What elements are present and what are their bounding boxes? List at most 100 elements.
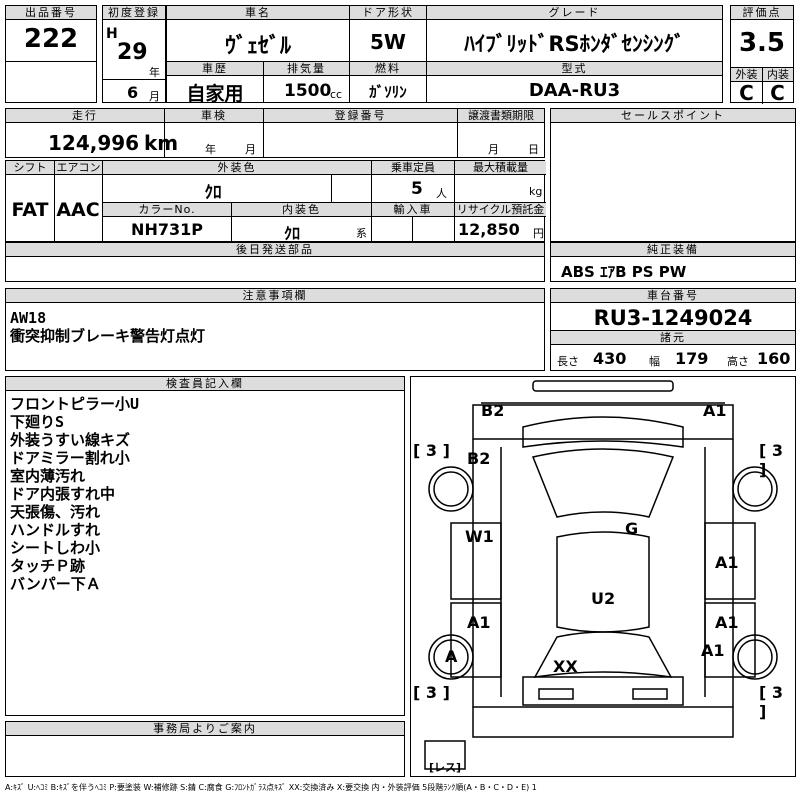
office-box: 事務局よりご案内 <box>5 721 405 777</box>
inspector-note: 天張傷、汚れ <box>10 503 101 521</box>
insp-year-unit: 年 <box>205 143 216 156</box>
model-code: DAA-RU3 <box>528 80 621 101</box>
capacity: 5 <box>411 179 423 199</box>
history-box: 車歴 自家用 <box>166 61 264 105</box>
car-outline <box>424 380 778 770</box>
equipment-box: 純正装備 ABS ｴｱB PS PW <box>550 242 796 282</box>
inspector-note: 外装うすい線キズ <box>10 431 131 449</box>
grade-label: グレード <box>427 6 722 20</box>
score-label: 評価点 <box>731 6 793 20</box>
import-label: 輸入車 <box>372 203 454 217</box>
model-code-label: 型式 <box>427 62 722 76</box>
damage-mark: A1 <box>703 401 727 420</box>
int-grade: C <box>770 81 785 105</box>
inspector-note: ドアミラー割れ小 <box>10 449 130 467</box>
tire-mark-front-left: [ 3 ] <box>413 441 450 460</box>
grade: ﾊｲﾌﾞﾘｯﾄﾞRSﾎﾝﾀﾞｾﾝｼﾝｸﾞ <box>464 32 685 56</box>
width: 179 <box>675 349 709 368</box>
interior-label: 内装 <box>762 67 793 82</box>
tire-mark-front-right: [ 3 ] <box>759 441 784 479</box>
reg-no-box: 登録番号 <box>263 108 458 158</box>
damage-mark: W1 <box>465 527 494 546</box>
door-box: ドア形状 5W <box>349 5 427 62</box>
first-reg-box: 初度登録 H 29 年 6 月 <box>102 5 166 103</box>
color-no: NH731P <box>131 220 203 239</box>
inspection-box: 車検 年 月 <box>164 108 264 158</box>
kei-unit: 系 <box>356 227 367 240</box>
sales-point-box: セールスポイント <box>550 108 796 242</box>
exterior-label: 外装 <box>731 67 762 82</box>
dimensions-label: 諸元 <box>551 330 795 345</box>
length: 430 <box>593 349 627 368</box>
yen-unit: 円 <box>533 227 544 240</box>
max-load-label: 最大積載量 <box>455 161 546 175</box>
inspector-note: 室内薄汚れ <box>10 467 86 485</box>
note-line: 衝突抑制ブレーキ警告灯点灯 <box>10 327 206 345</box>
chassis-box: 車台番号 RU3-1249024 諸元 長さ 430 幅 179 高さ 160 <box>550 288 796 371</box>
inspector-label: 検査員記入欄 <box>6 377 404 391</box>
length-label: 長さ <box>557 355 579 368</box>
damage-mark: B2 <box>467 449 491 468</box>
ext-grade: C <box>739 81 754 105</box>
tire-mark-rear-right: [ 3 ] <box>759 683 784 721</box>
chassis-label: 車台番号 <box>551 289 795 303</box>
reg-no-label: 登録番号 <box>264 109 457 123</box>
ext-color: ｸﾛ <box>204 183 222 203</box>
int-color: ｸﾛ <box>283 224 300 243</box>
car-name-box: 車名 ｳﾞｪｾﾞﾙ <box>166 5 350 62</box>
notes-box: 注意事項欄 AW18 衝突抑制ブレーキ警告灯点灯 <box>5 288 545 371</box>
kg-unit: kg <box>529 185 543 198</box>
reg-year: 29 <box>117 40 148 65</box>
car-name-label: 車名 <box>167 6 349 20</box>
height: 160 <box>757 349 791 368</box>
office-label: 事務局よりご案内 <box>6 722 404 736</box>
inspector-note: バンパー下Ａ <box>10 575 101 593</box>
inspector-note: シートしわ小 <box>10 539 101 557</box>
later-parts-box: 後日発送部品 <box>5 242 545 282</box>
aircon: AAC <box>56 199 100 221</box>
car-diagram: [ 3 ] [ 3 ] [ 3 ] [ 3 ] [レス] B2 A1 B2 G … <box>410 376 796 777</box>
grade-box: グレード ﾊｲﾌﾞﾘｯﾄﾞRSﾎﾝﾀﾞｾﾝｼﾝｸﾞ <box>426 5 723 62</box>
shift-label: シフト <box>6 161 54 175</box>
damage-mark: A1 <box>467 613 491 632</box>
door-type: 5W <box>370 30 406 54</box>
recycle-label: リサイクル預託金 <box>455 203 546 217</box>
damage-mark: U2 <box>591 589 616 608</box>
mileage-label: 走行 <box>6 109 164 123</box>
inspector-box: 検査員記入欄 フロントピラー小U 下廻りS 外装うすい線キズ ドアミラー割れ小 … <box>5 376 405 716</box>
damage-mark: A1 <box>715 613 739 632</box>
year-unit: 年 <box>149 66 160 79</box>
ext-color-label: 外装色 <box>103 161 371 175</box>
lot-label: 出品番号 <box>6 6 96 20</box>
inspector-note: タッチＰ跡 <box>10 557 86 575</box>
transfer-day-unit: 日 <box>528 143 539 156</box>
mileage: 124,996 <box>48 131 140 155</box>
note-line: AW18 <box>10 309 47 327</box>
damage-mark: XX <box>553 657 578 676</box>
mileage-box: 走行 124,996 km <box>5 108 178 158</box>
recycle-fee: 12,850 <box>458 220 520 239</box>
person-unit: 人 <box>436 187 447 200</box>
damage-mark: A1 <box>701 641 725 660</box>
int-color-label: 内装色 <box>232 203 371 217</box>
damage-mark: A1 <box>715 553 739 572</box>
door-label: ドア形状 <box>350 6 426 20</box>
km-unit: km <box>144 131 179 155</box>
spec-grid: シフト エアコン FAT AAC 外装色 乗車定員 最大積載量 ｸﾛ 5 人 k… <box>5 160 546 243</box>
width-label: 幅 <box>649 355 660 368</box>
score: 3.5 <box>738 28 786 58</box>
transfer-month-unit: 月 <box>488 143 499 156</box>
damage-mark: B2 <box>481 401 505 420</box>
fuel: ｶﾞｿﾘﾝ <box>369 83 407 101</box>
equipment: ABS ｴｱB PS PW <box>561 263 687 281</box>
chassis-number: RU3-1249024 <box>593 306 753 330</box>
sales-point-label: セールスポイント <box>551 109 795 123</box>
era: H <box>106 26 118 42</box>
car-name: ｳﾞｪｾﾞﾙ <box>224 34 291 59</box>
legend: A:ｷｽﾞ U:ﾍｺﾐ B:ｷｽﾞを伴うﾍｺﾐ P:要塗装 W:補修跡 S:錆 … <box>5 783 537 792</box>
displacement-label: 排気量 <box>264 62 349 76</box>
score-box: 評価点 3.5 外装 内装 C C <box>730 5 794 105</box>
later-parts-label: 後日発送部品 <box>6 243 544 257</box>
transfer-label: 譲渡書類期限 <box>458 109 544 123</box>
spare-tire-less: [レス] <box>429 761 462 774</box>
